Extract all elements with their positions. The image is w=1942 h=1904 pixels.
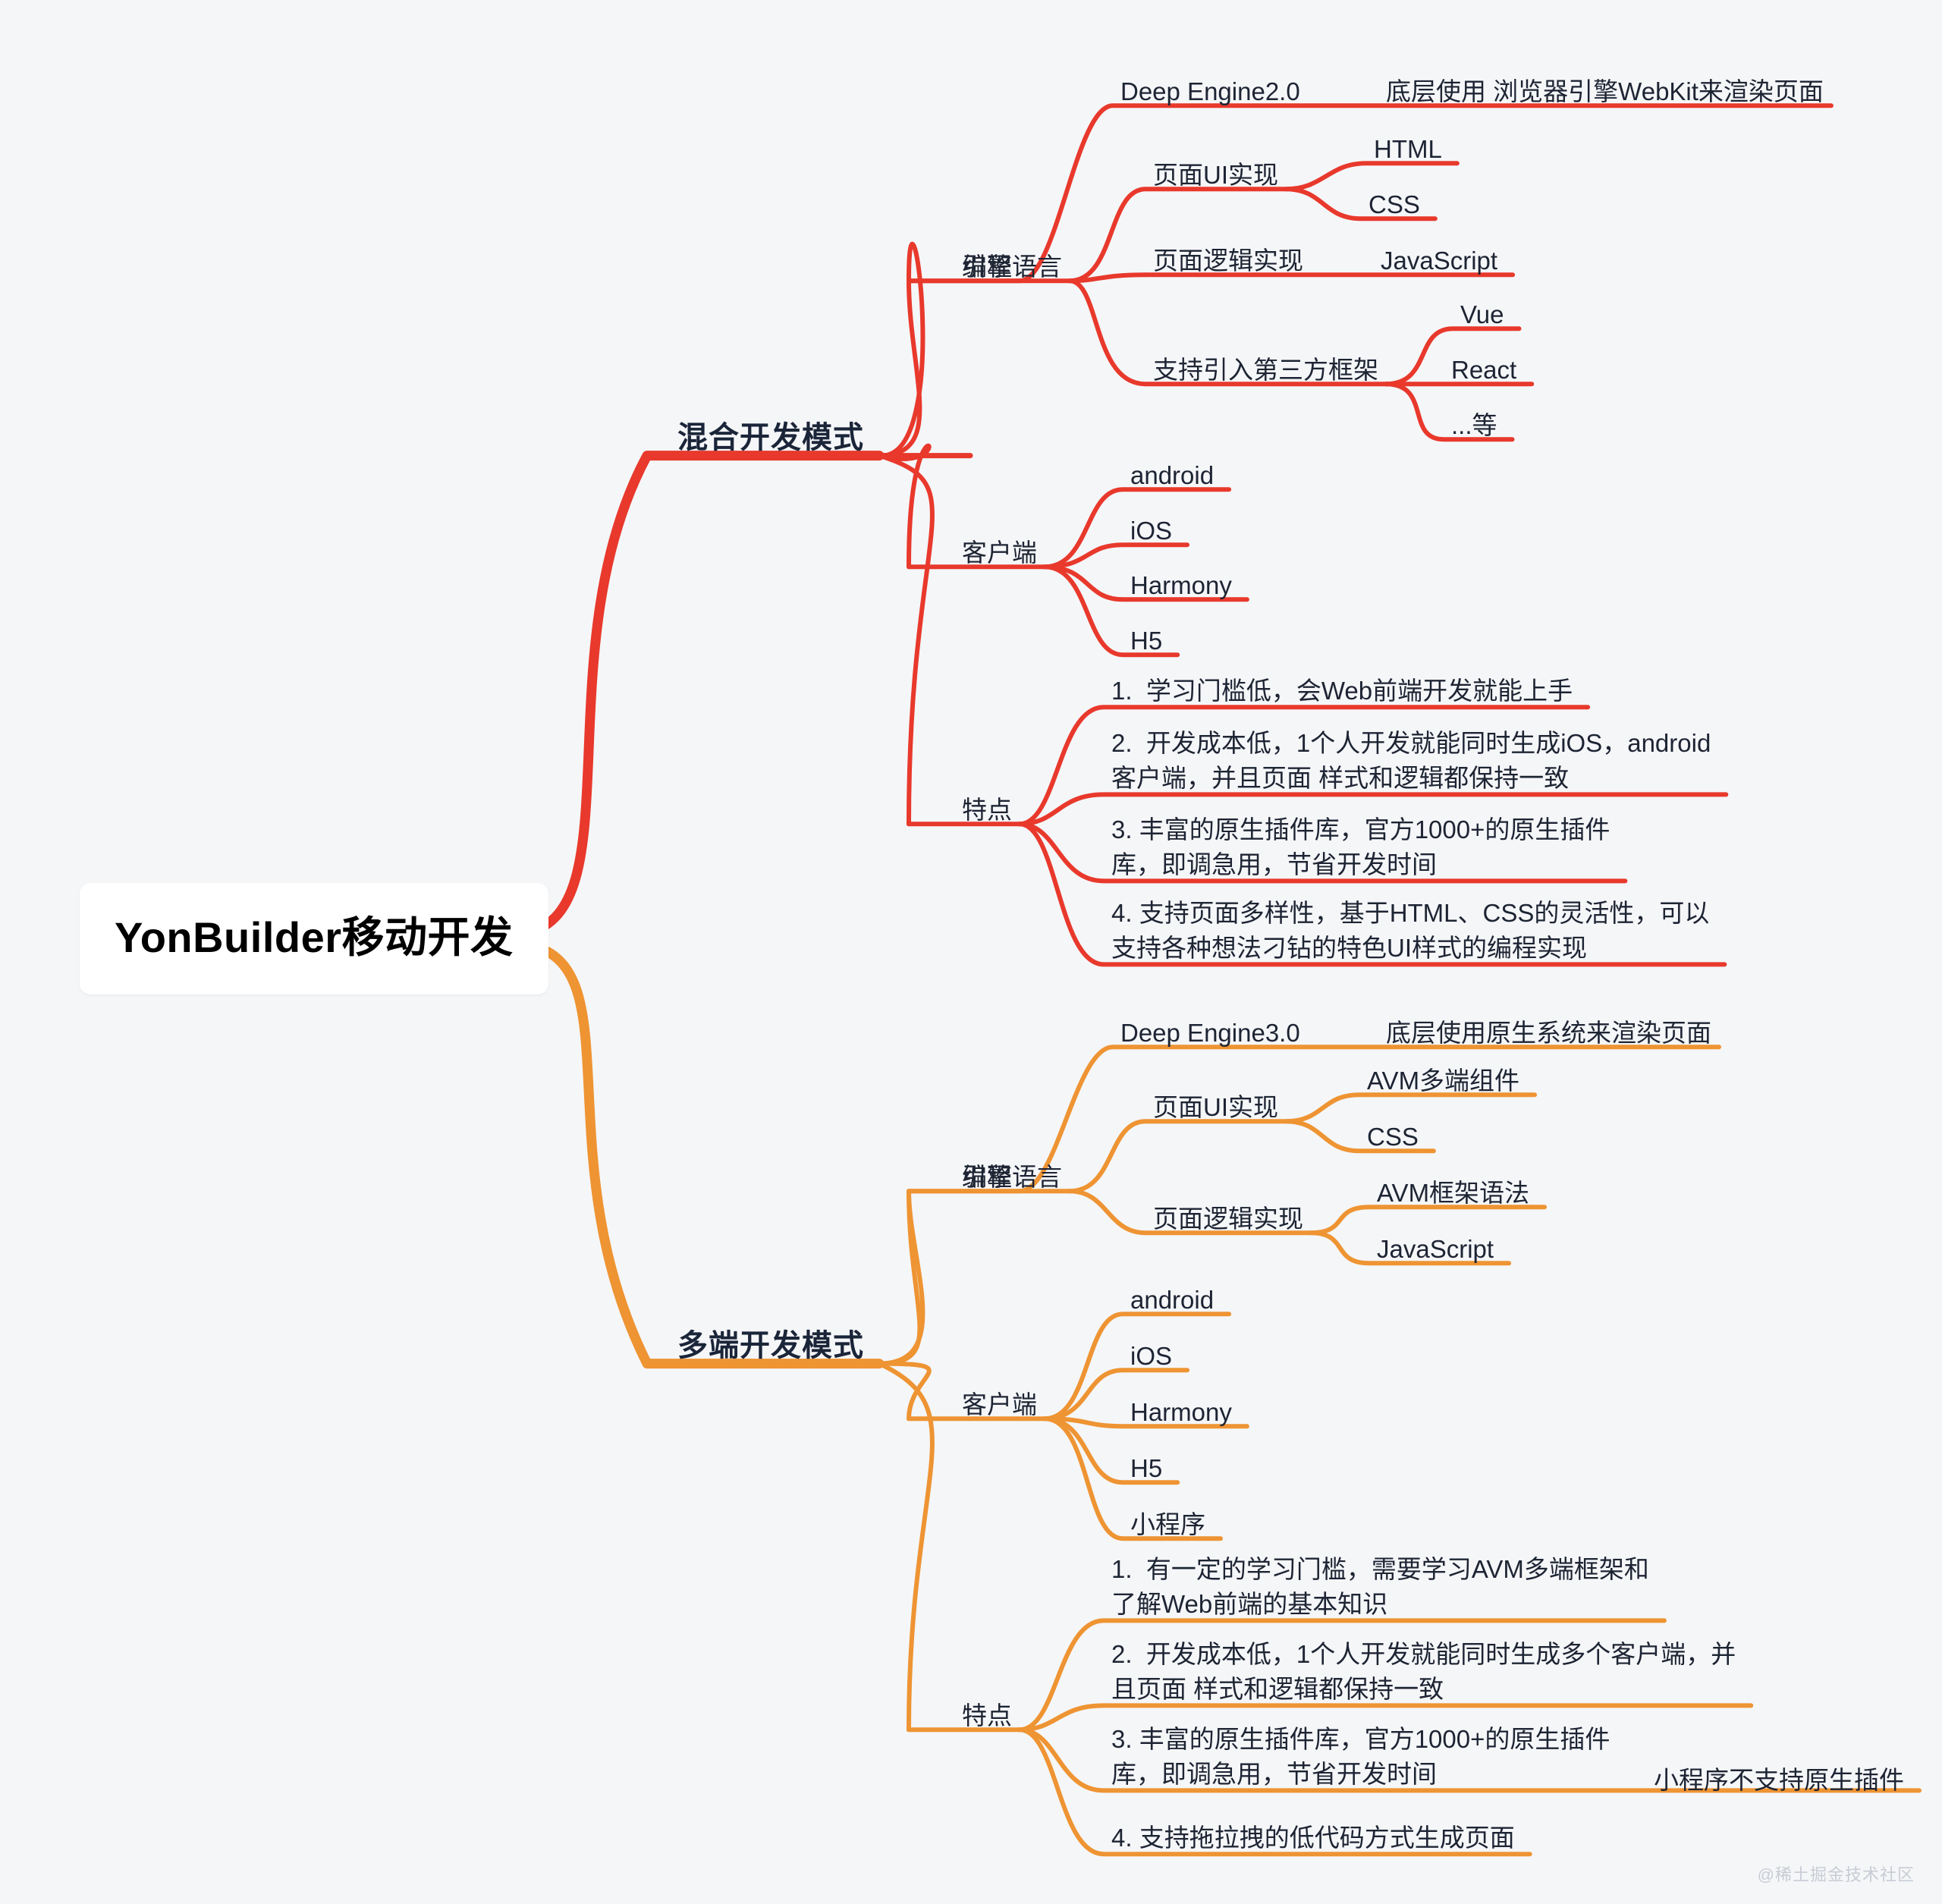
node-hybrid-etc[interactable]: ...等	[1451, 411, 1497, 439]
watermark: @稀土掘金技术社区	[1757, 1865, 1915, 1884]
node-multiend-client-harmony[interactable]: Harmony	[1130, 1398, 1232, 1426]
node-multiend-avm-components[interactable]: AVM多端组件	[1367, 1067, 1520, 1095]
node-multiend-client[interactable]: 客户端	[962, 1390, 1037, 1419]
node-multiend-css[interactable]: CSS	[1367, 1123, 1419, 1151]
node-multiend-client-android[interactable]: android	[1130, 1286, 1215, 1314]
node-hybrid-logic-impl[interactable]: 页面逻辑实现	[1153, 247, 1303, 275]
node-hybrid-third-party[interactable]: 支持引入第三方框架	[1153, 356, 1378, 384]
node-multiend-client-ios[interactable]: iOS	[1130, 1342, 1173, 1370]
node-hybrid-client-android[interactable]: android	[1130, 461, 1215, 489]
node-hybrid-ui-impl[interactable]: 页面UI实现	[1153, 161, 1278, 189]
node-hybrid-feature-4[interactable]: 4. 支持页面多样性，基于HTML、CSS的灵活性，可以 支持各种想法刁钻的特色…	[1111, 899, 1710, 963]
node-hybrid-engine[interactable]: 引擎	[962, 253, 1012, 281]
node-hybrid-javascript[interactable]: JavaScript	[1381, 247, 1498, 275]
root-node[interactable]: YonBuilder移动开发	[80, 883, 548, 995]
node-multiend-logic-impl[interactable]: 页面逻辑实现	[1153, 1205, 1303, 1233]
node-multiend-avm-syntax[interactable]: AVM框架语法	[1377, 1179, 1530, 1207]
node-hybrid-client-harmony[interactable]: Harmony	[1130, 571, 1232, 599]
node-hybrid-css[interactable]: CSS	[1369, 190, 1420, 218]
node-multiend-feature-4[interactable]: 4. 支持拖拉拽的低代码方式生成页面	[1111, 1824, 1515, 1852]
node-multiend-feature-2[interactable]: 2. 开发成本低，1个人开发就能同时生成多个客户端，并 且页面 样式和逻辑都保持…	[1111, 1640, 1736, 1704]
node-multiend-feature-3-note[interactable]: 小程序不支持原生插件	[1654, 1766, 1904, 1794]
node-hybrid-language[interactable]: 编程语言	[962, 253, 1062, 281]
node-hybrid-feature-2[interactable]: 2. 开发成本低，1个人开发就能同时生成iOS，android 客户端，并且页面…	[1111, 729, 1711, 793]
node-multiend-features[interactable]: 特点	[962, 1701, 1012, 1730]
branch-title-multiend[interactable]: 多端开发模式	[677, 1329, 864, 1362]
node-hybrid-features[interactable]: 特点	[962, 796, 1012, 824]
node-multiend-client-miniprogram[interactable]: 小程序	[1130, 1510, 1205, 1538]
node-hybrid-vue[interactable]: Vue	[1460, 300, 1504, 328]
node-multiend-engine-version[interactable]: Deep Engine3.0	[1120, 1019, 1300, 1047]
branch-title-hybrid[interactable]: 混合开发模式	[677, 421, 864, 454]
node-hybrid-engine-detail[interactable]: 底层使用 浏览器引擎WebKit来渲染页面	[1386, 77, 1824, 105]
node-hybrid-react[interactable]: React	[1451, 356, 1517, 384]
node-multiend-engine-detail[interactable]: 底层使用原生系统来渲染页面	[1386, 1019, 1711, 1047]
node-hybrid-feature-1[interactable]: 1. 学习门槛低，会Web前端开发就能上手	[1111, 677, 1573, 705]
node-multiend-ui-impl[interactable]: 页面UI实现	[1153, 1093, 1278, 1121]
node-multiend-client-h5[interactable]: H5	[1130, 1454, 1163, 1482]
node-hybrid-client[interactable]: 客户端	[962, 539, 1037, 567]
node-hybrid-feature-3[interactable]: 3. 丰富的原生插件库，官方1000+的原生插件 库，即调急用，节省开发时间	[1111, 815, 1610, 879]
node-multiend-engine[interactable]: 引擎	[962, 1163, 1012, 1191]
node-multiend-feature-3[interactable]: 3. 丰富的原生插件库，官方1000+的原生插件 库，即调急用，节省开发时间	[1111, 1725, 1610, 1789]
node-multiend-language[interactable]: 编程语言	[962, 1163, 1062, 1191]
node-hybrid-engine-version[interactable]: Deep Engine2.0	[1120, 77, 1300, 105]
node-hybrid-client-ios[interactable]: iOS	[1130, 517, 1173, 545]
node-hybrid-client-h5[interactable]: H5	[1130, 627, 1163, 655]
node-multiend-javascript[interactable]: JavaScript	[1377, 1235, 1494, 1263]
node-multiend-feature-1[interactable]: 1. 有一定的学习门槛，需要学习AVM多端框架和 了解Web前端的基本知识	[1111, 1555, 1649, 1619]
node-hybrid-html[interactable]: HTML	[1374, 135, 1442, 163]
